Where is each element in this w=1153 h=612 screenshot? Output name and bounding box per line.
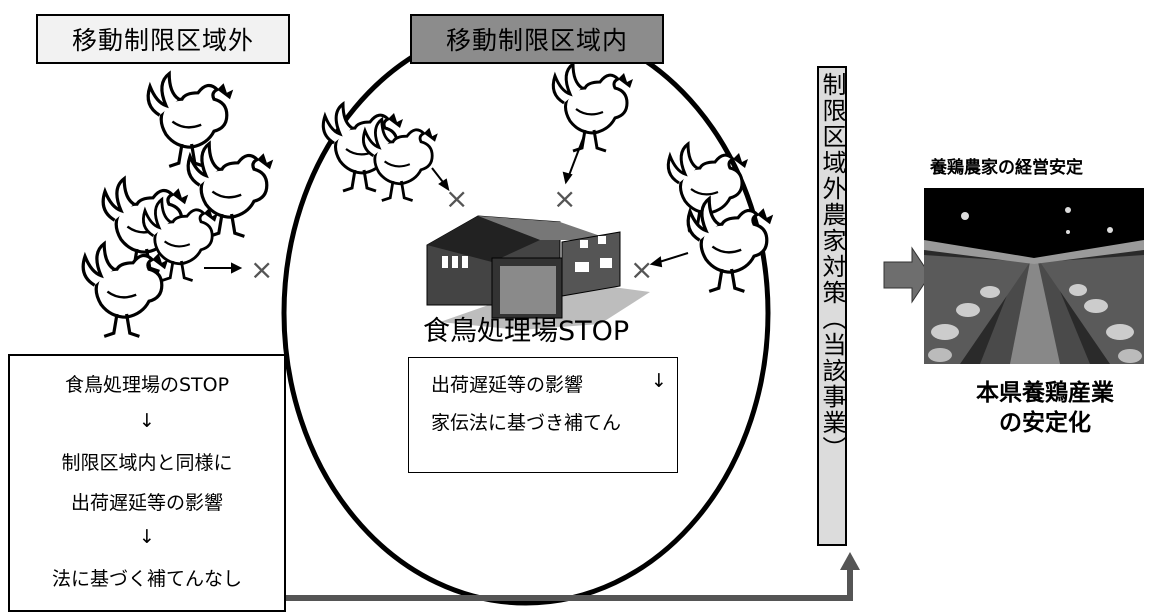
blocked-mark: × [250, 253, 274, 286]
inside-impact-line1: 出荷遅延等の影響 [431, 374, 584, 396]
outside-impact-arrow1: ↓ [139, 410, 155, 432]
result-arrow [883, 246, 931, 304]
blocked-mark: × [445, 182, 469, 215]
inside-zone-label: 移動制限区域内 [410, 14, 664, 64]
outside-impact-line3: 出荷遅延等の影響 [70, 492, 223, 514]
outside-impact-line1: 食鳥処理場のSTOP [64, 374, 230, 396]
inside-impact-arrow: ↓ [651, 370, 667, 392]
blocked-mark: × [553, 182, 577, 215]
rooster-icon [146, 71, 235, 168]
outside-impact-line4: 法に基づく補てんなし [51, 568, 242, 590]
processing-plant-icon [426, 215, 650, 330]
outside-farm-measure-text: 制限区域外農家対策（当該事業） [818, 72, 846, 462]
outside-impact-line2: 制限区域内と同様に [61, 452, 233, 474]
outside-impact-arrow2: ↓ [139, 526, 155, 548]
outside-zone-label: 移動制限区域外 [36, 14, 290, 64]
industry-stability-line1: 本県養鶏産業 [976, 380, 1114, 406]
industry-stability-line2: の安定化 [999, 410, 1091, 436]
feedback-arrow [257, 552, 860, 601]
farm-stability-label: 養鶏農家の経営安定 [930, 158, 1083, 178]
outside-impact-box: 食鳥処理場のSTOP ↓ 制限区域内と同様に 出荷遅延等の影響 ↓ 法に基づく補… [8, 354, 286, 612]
inside-zone-label-text: 移動制限区域内 [445, 26, 628, 55]
inside-impact-line2: 家伝法に基づき補てん [431, 412, 622, 434]
industry-stability-label: 本県養鶏産業 の安定化 [940, 378, 1150, 438]
blocked-mark: × [630, 253, 654, 286]
plant-stop-label: 食鳥処理場STOP [423, 316, 630, 347]
outside-farm-measure-box: 制限区域外農家対策（当該事業） [817, 66, 847, 546]
outside-zone-label-text: 移動制限区域外 [71, 26, 254, 55]
poultry-barn-photo [924, 188, 1144, 364]
inside-impact-box: 出荷遅延等の影響 ↓ 家伝法に基づき補てん [408, 357, 678, 473]
rooster-icon [81, 242, 170, 338]
